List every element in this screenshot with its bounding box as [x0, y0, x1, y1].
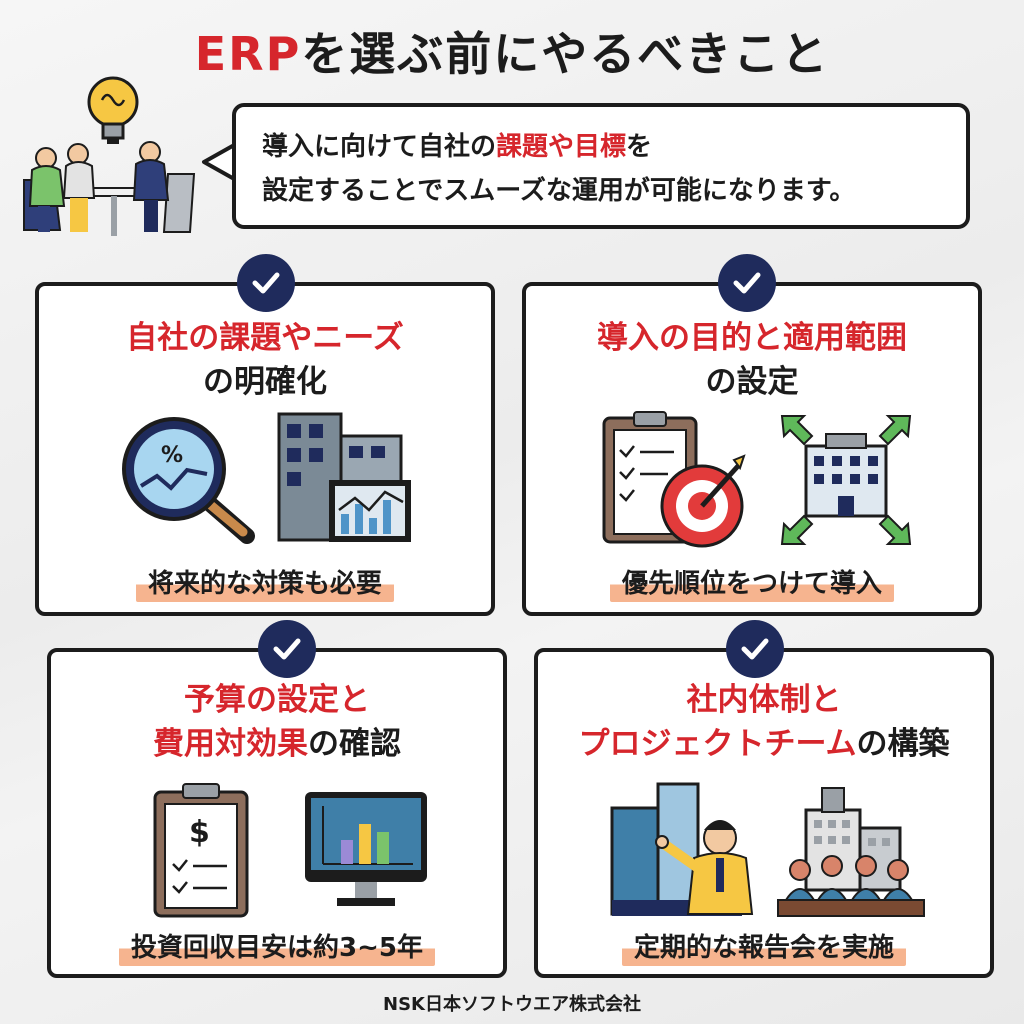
card-note: 優先順位をつけて導入: [609, 566, 894, 602]
card-title-red: 社内体制と: [686, 682, 842, 718]
card-issues-needs: 自社の課題やニーズ の明確化 % 将来的な対策も必要: [35, 282, 495, 616]
card-note: 投資回収目安は約3~5年: [119, 930, 435, 966]
card-note: 将来的な対策も必要: [135, 566, 394, 602]
card-title-red: 自社の課題やニーズ: [126, 320, 404, 356]
card-note: 定期的な報告会を実施: [621, 930, 906, 966]
intro-text: を: [626, 132, 653, 162]
card-note-wrap: 投資回収目安は約3~5年: [51, 930, 503, 966]
intro-line-1: 導入に向けて自社の課題や目標を: [262, 125, 940, 169]
buildings-chart-icon: [277, 412, 411, 542]
card-title-red: 費用対効果: [153, 726, 308, 762]
building-expand-icon: [780, 415, 912, 545]
intro-bubble: 導入に向けて自社の課題や目標を 設定することでスムーズな運用が可能になります。: [232, 103, 970, 229]
card-note-wrap: 定期的な報告会を実施: [538, 930, 990, 966]
card-title-black: の明確化: [203, 364, 327, 400]
intro-text: 導入に向けて自社の: [262, 132, 497, 162]
title-rest: を選ぶ前にやるべきこと: [301, 27, 830, 81]
check-circle-icon: [718, 254, 776, 312]
card-note-wrap: 優先順位をつけて導入: [526, 566, 978, 602]
intro-highlight: 課題や目標: [496, 132, 627, 162]
company-footer: NSK日本ソフトウエア株式会社: [383, 994, 641, 1015]
check-circle-icon: [237, 254, 295, 312]
team-meeting-icon: [23, 76, 196, 236]
card-title-black: の構築: [856, 726, 950, 762]
presenter-building-icon: [610, 782, 754, 916]
card-title-red: プロジェクトチーム: [578, 726, 857, 762]
check-circle-icon: [726, 620, 784, 678]
magnifier-analysis-icon: %: [122, 417, 255, 544]
team-building-icon: [777, 787, 925, 917]
card-note-wrap: 将来的な対策も必要: [39, 566, 491, 602]
budget-clipboard-icon: $: [153, 783, 249, 918]
title-accent: ERP: [194, 27, 302, 81]
clipboard-target-icon: [602, 411, 746, 548]
card-title-red: 導入の目的と適用範囲: [597, 320, 907, 356]
page-title: ERPを選ぶ前にやるべきこと: [0, 18, 1024, 84]
check-circle-icon: [258, 620, 316, 678]
card-team-structure: 社内体制と プロジェクトチームの構築 定期的な報告会を実施: [534, 648, 994, 978]
card-title-red: 予算の設定と: [184, 682, 370, 718]
intro-line-2: 設定することでスムーズな運用が可能になります。: [262, 176, 856, 206]
percent-symbol: %: [161, 443, 183, 468]
card-title-black: の設定: [705, 364, 799, 400]
monitor-chart-icon: [305, 792, 427, 906]
card-title-black: の確認: [308, 726, 401, 762]
card-title: 予算の設定と 費用対効果の確認: [51, 678, 503, 766]
card-title: 社内体制と プロジェクトチームの構築: [538, 678, 990, 766]
card-purpose-scope: 導入の目的と適用範囲 の設定 優先順位をつけて導入: [522, 282, 982, 616]
card-title: 自社の課題やニーズ の明確化: [39, 316, 491, 404]
card-title: 導入の目的と適用範囲 の設定: [526, 316, 978, 404]
card-budget-roi: 予算の設定と 費用対効果の確認 $ 投資回収目安は約3~5年: [47, 648, 507, 978]
dollar-symbol: $: [189, 815, 210, 850]
